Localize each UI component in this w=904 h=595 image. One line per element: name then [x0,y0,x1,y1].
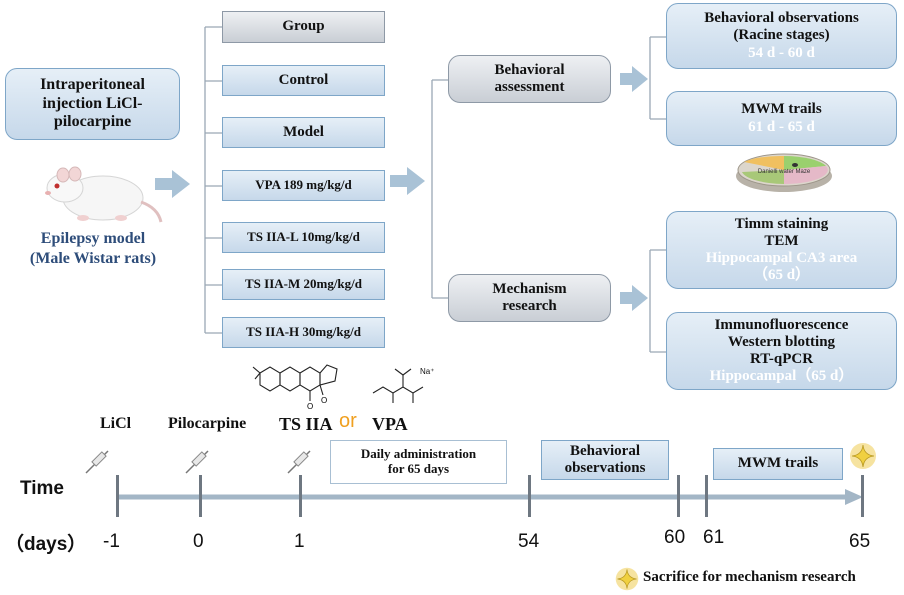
group-vpa: VPA 189 mg/kg/d [222,170,385,201]
group-model: Model [222,117,385,148]
day-label: 54 [518,531,540,552]
svg-text:O: O [307,402,313,411]
group-tsiia-l-text: TS IIA-L 10mg/kg/d [247,229,360,245]
tick-day-61 [705,475,708,517]
mwm-box: MWM trails 61 d - 65 d [666,91,897,146]
label-tsiia: TS IIA [279,414,333,434]
group-tsiia-l: TS IIA-L 10mg/kg/d [222,222,385,253]
timeline-axis [118,489,863,505]
water-maze-label: Danielli water Maze [757,169,811,175]
epilepsy-label-line-1: Epilepsy model [40,230,146,247]
days-label: （days） [5,534,87,555]
behavioral-line-1: Behavioral [494,61,565,78]
mwm-time: 61 d - 65 d [748,118,815,135]
epilepsy-model-label: Epilepsy model (Male Wistar rats) [8,229,178,269]
immuno-line-3: RT-qPCR [749,351,814,367]
group-control-text: Control [278,71,329,88]
injection-line-3: pilocarpine [53,113,132,131]
group-model-text: Model [283,123,324,140]
tick-day-minus1 [116,475,119,517]
water-maze-image: Danielli water Maze [733,150,835,194]
day-label: 61 [703,527,725,548]
tsiia-structure: O O [252,364,338,411]
syringe-icon [85,450,109,474]
epilepsy-label-line-2: (Male Wistar rats) [29,250,157,267]
timm-line-1: Timm staining [734,215,829,232]
syringe-icon [185,450,209,474]
day-label: 65 [849,531,871,552]
label-vpa: VPA [372,414,408,434]
racine-time: 54 d - 60 d [748,44,815,61]
mwm-timeline-text: MWM trails [737,455,819,472]
arrow-groups-to-branches [390,167,425,195]
label-or: or [339,410,357,432]
tick-day-0 [199,475,202,517]
mechanism-research-box: Mechanism research [448,274,611,322]
label-licl: LiCl [100,415,132,432]
mechanism-line-1: Mechanism [492,280,567,297]
legend-sacrifice-text: Sacrifice for mechanism research [643,569,856,585]
day-label: 60 [664,527,686,548]
timm-box: Timm staining TEM Hippocampal CA3 area （… [666,211,897,289]
group-tsiia-h: TS IIA-H 30mg/kg/d [222,317,385,348]
syringe-icon [287,450,311,474]
injection-line-1: Intraperitoneal [40,76,145,94]
daily-line-2: for 65 days [387,461,450,476]
behavioral-observations-box: Behavioral observations [541,440,669,480]
racine-box: Behavioral observations (Racine stages) … [666,3,897,69]
group-header-text: Group [282,18,325,35]
svg-text:O: O [321,396,327,405]
arrow-behavioral [620,66,648,92]
timm-sub-2: （65 d） [752,267,811,284]
time-label: Time [20,478,65,499]
sacrifice-star-icon [850,443,876,469]
behavioral-line-2: assessment [494,79,565,95]
timm-sub-1: Hippocampal CA3 area [705,250,858,266]
mwm-timeline-box: MWM trails [713,448,843,480]
arrow-model-to-groups [155,170,190,198]
tick-day-1 [299,475,302,517]
immuno-box: Immunofluorescence Western blotting RT-q… [666,312,897,390]
immuno-line-1: Immunofluorescence [714,316,849,333]
mechanism-line-2: research [502,298,557,314]
injection-box: Intraperitoneal injection LiCl- pilocarp… [5,68,180,140]
tick-day-54 [528,475,531,517]
behavioral-assessment-box: Behavioral assessment [448,55,611,103]
timm-line-2: TEM [764,232,799,249]
tick-day-65 [861,475,864,517]
behavioral-obs-line-2: observations [564,460,646,476]
group-tsiia-m-text: TS IIA-M 20mg/kg/d [244,276,363,292]
day-label: 1 [294,531,305,552]
group-tsiia-m: TS IIA-M 20mg/kg/d [222,269,385,300]
arrow-mechanism [620,285,648,311]
mwm-line-1: MWM trails [741,101,822,118]
group-tsiia-h-text: TS IIA-H 30mg/kg/d [246,324,361,340]
immuno-line-2: Western blotting [727,333,836,350]
group-control: Control [222,65,385,96]
behavioral-obs-line-1: Behavioral [570,442,640,459]
day-label: 0 [193,531,204,552]
day-label: -1 [103,531,120,552]
sodium-label: Na⁺ [420,367,435,376]
legend-star-icon [615,567,639,591]
group-vpa-text: VPA 189 mg/kg/d [255,177,352,193]
immuno-sub: Hippocampal（65 d） [709,368,854,385]
tick-day-60 [677,475,680,517]
daily-line-1: Daily administration [360,446,477,462]
vpa-structure [372,368,424,403]
injection-line-2: injection LiCl- [42,94,143,112]
daily-administration-box: Daily administration for 65 days [330,440,507,484]
label-pilocarpine: Pilocarpine [168,415,247,432]
racine-line-1: Behavioral observations [704,10,859,27]
racine-line-2: (Racine stages) [733,27,830,44]
rat-image [45,166,163,223]
group-header: Group [222,11,385,43]
